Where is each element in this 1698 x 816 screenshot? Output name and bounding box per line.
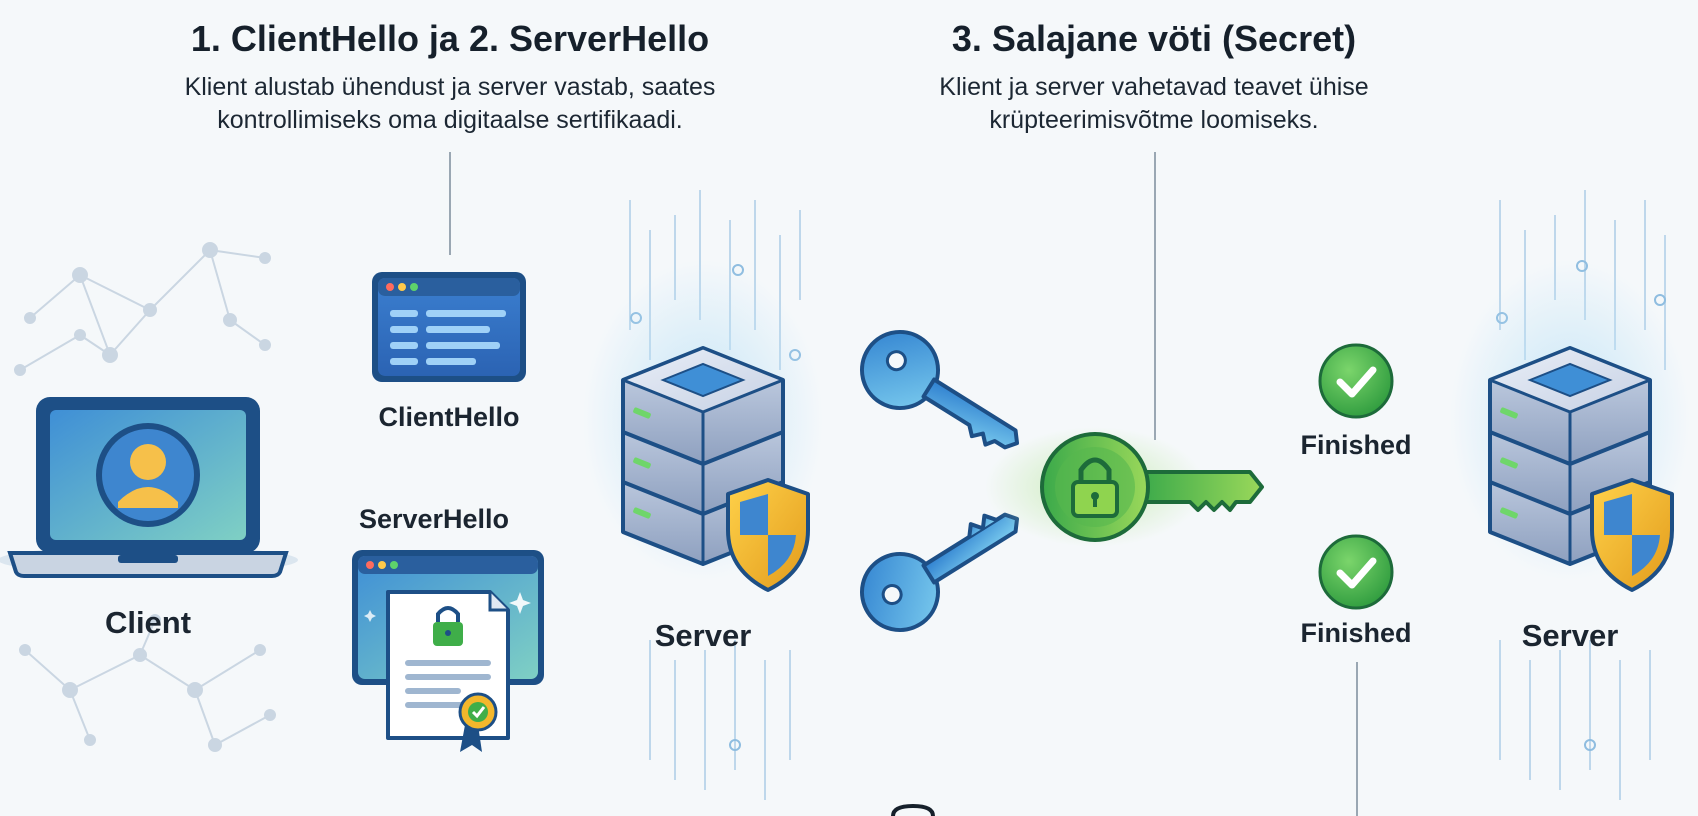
browser-window-icon bbox=[372, 272, 526, 382]
section-1-description-line: kontrollimiseks oma digitaalse sertifika… bbox=[217, 106, 683, 134]
key-icon bbox=[860, 330, 1020, 450]
server-stack-icon bbox=[1450, 260, 1690, 592]
server-stack-icon bbox=[583, 260, 823, 592]
finished-bottom-label: Finished bbox=[1300, 618, 1412, 648]
check-icon bbox=[1318, 534, 1394, 610]
section-2-title: 3. Salajane vöti (Secret) bbox=[951, 18, 1357, 59]
section-2-description: Klient ja server vahetavad teavet ühise … bbox=[804, 71, 1504, 137]
certificate-icon bbox=[352, 550, 544, 752]
shield-icon bbox=[1590, 478, 1674, 592]
lock-key-icon bbox=[985, 427, 1264, 547]
key-icon bbox=[860, 512, 1020, 632]
section-1-description-line: Klient alustab ühendust ja server vastab… bbox=[184, 73, 716, 101]
network-decoration bbox=[14, 242, 276, 752]
finished-top-label: Finished bbox=[1300, 430, 1412, 460]
section-2-description-line: Klient ja server vahetavad teavet ühise bbox=[939, 73, 1369, 101]
check-icon bbox=[1318, 343, 1394, 419]
server-hello-label: ServerHello bbox=[358, 504, 510, 534]
section-1-title: 1. ClientHello ja 2. ServerHello bbox=[190, 18, 710, 59]
server-left-label: Server bbox=[654, 618, 752, 653]
section-2-description-line: krüpteerimisvõtme loomiseks. bbox=[989, 106, 1319, 134]
connector-lines bbox=[449, 152, 1358, 816]
section-1-description: Klient alustab ühendust ja server vastab… bbox=[100, 71, 800, 137]
client-hello-label: ClientHello bbox=[378, 402, 520, 432]
laptop-user-icon bbox=[0, 397, 298, 578]
server-right-label: Server bbox=[1521, 618, 1619, 653]
client-label: Client bbox=[104, 605, 192, 640]
shield-icon bbox=[726, 478, 810, 592]
